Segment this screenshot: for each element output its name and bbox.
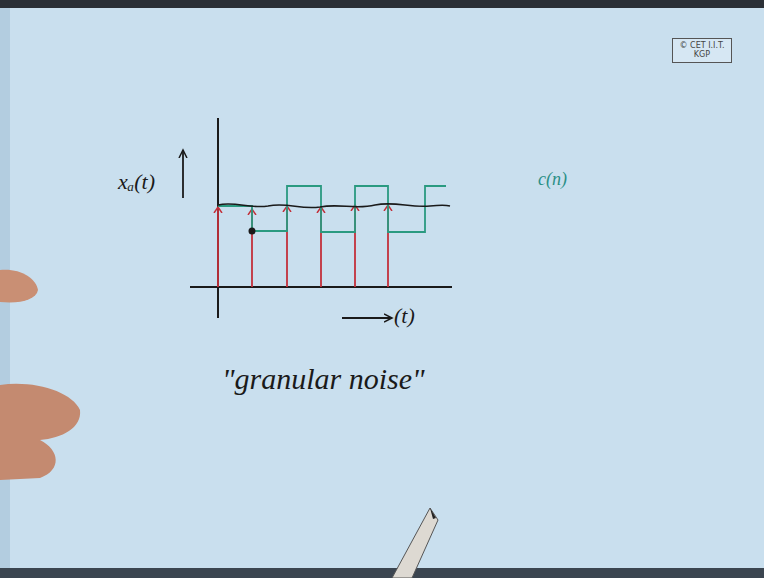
staircase-approximation [218,186,446,232]
copyright-stamp: © CET I.I.T. KGP [672,38,732,63]
time-arrow [342,317,392,319]
signal-label: c(n) [538,170,567,190]
finger [0,270,38,303]
sample-dot [249,228,256,235]
axis-arrow [182,150,184,198]
photo-edge [0,0,764,8]
hand [0,384,80,480]
sample-line [217,208,219,287]
axis-label: xₐ(t) [118,170,155,194]
pen-tip [430,508,436,519]
pen [392,508,438,578]
photo-edge [0,568,764,578]
sample-lines [218,206,388,287]
analog-signal [218,204,450,208]
note-text: "granular noise" [222,362,425,395]
stamp-text: © CET I.I.T. KGP [677,41,727,59]
axis-label: (t) [394,304,415,328]
